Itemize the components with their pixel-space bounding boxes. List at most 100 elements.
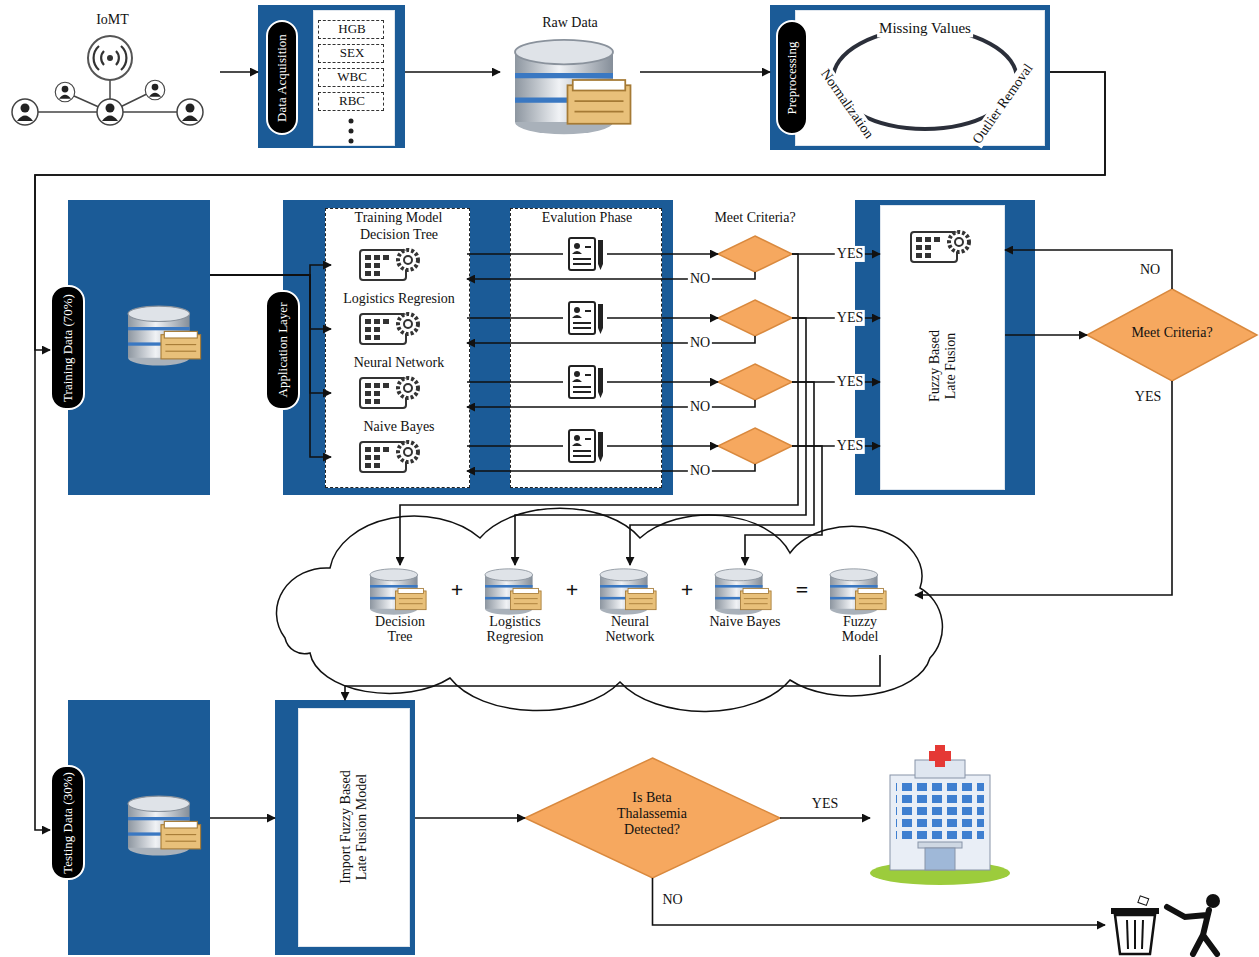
model-store: Naive Bayes (690, 565, 800, 655)
node-label: Fuzzy Model (824, 615, 896, 644)
discard-node (1105, 893, 1235, 955)
edge-label: YES (1133, 389, 1163, 405)
edge-label: NO (688, 399, 712, 415)
model-cloud: +++=Decision TreeLogistics RegresionNeur… (245, 518, 980, 690)
computer-icon (911, 232, 969, 262)
node-label: Logistics Regresion (331, 291, 467, 307)
acquisition-panel: Data Acquisition HGB SEX WBC RBC (258, 5, 405, 148)
model-node: Neural Network (331, 355, 467, 413)
flow-arrow (630, 382, 814, 565)
edge-label: NO (688, 335, 712, 351)
node-label: Training Model (326, 210, 471, 226)
node-label: Logistics Regresion (479, 615, 551, 644)
flow-arrow (640, 71, 770, 73)
model-store: Fuzzy Model (805, 565, 915, 655)
feature-box: RBC (318, 92, 384, 111)
raw-data-node: Raw Data (500, 15, 640, 125)
flow-arrow (467, 253, 718, 255)
node-label: Meet Criteria? (1087, 325, 1257, 341)
database-icon (600, 569, 656, 615)
flow-arrow (653, 878, 1106, 925)
evaluation-icon (563, 427, 607, 465)
import-panel: Import Fuzzy Based Late Fusion Model (275, 700, 415, 955)
model-node: Logistics Regresion (331, 291, 467, 349)
fusion-panel (855, 200, 1035, 495)
diamond-shape (718, 236, 792, 272)
application-panel: Application Layer Training ModelDecision … (265, 200, 673, 495)
decision-diamond (718, 428, 792, 464)
discard-icon (1111, 894, 1220, 954)
flow-arrow (35, 72, 1105, 830)
decision-diamond: Meet Criteria? (1087, 289, 1257, 381)
flow-arrow (1005, 250, 1172, 289)
feature-box: HGB (318, 20, 384, 39)
model-store: Logistics Regresion (460, 565, 570, 655)
iomt-node: IoMT (5, 12, 220, 132)
node-label: Raw Data (500, 15, 640, 31)
flow-arrow (515, 318, 806, 565)
node-label: Naive Bayes (331, 419, 467, 435)
database-icon (830, 569, 886, 615)
model-node: Naive Bayes (331, 419, 467, 477)
feature-box: SEX (318, 44, 384, 63)
flow-arrow (1005, 334, 1087, 336)
decision-diamond (718, 364, 792, 400)
operator-sign: + (451, 577, 464, 602)
node-label: Decision Tree (331, 227, 467, 243)
database-icon (128, 796, 201, 855)
decision-diamond (718, 300, 792, 336)
edge-label: YES (835, 438, 865, 454)
edge-label: YES (810, 796, 840, 812)
flow-arrow (745, 446, 822, 565)
node-label: SEX (319, 46, 385, 61)
node-label: Fuzzy Based Late Fusion (927, 316, 959, 416)
node-label: WBC (319, 70, 385, 85)
tag-label: Data Acquisition (275, 34, 290, 122)
decision-diamond: Meet Criteria? (718, 236, 792, 272)
decision-diamond: Is Beta Thalassemia Detected? (525, 758, 780, 878)
edge-label: YES (835, 374, 865, 390)
tag-label: Training Data (70%) (60, 294, 75, 402)
diamond-shape (718, 300, 792, 336)
node-label: IoMT (5, 12, 220, 28)
node-label: Meet Criteria? (678, 210, 832, 226)
node-label: Is Beta Thalassemia Detected? (602, 790, 702, 838)
evaluation-box: Evalution Phase (510, 208, 662, 488)
database-icon (715, 569, 771, 615)
flow-arrow (220, 71, 258, 73)
node-label: RBC (319, 94, 385, 109)
flow-arrow (400, 254, 798, 565)
model-store: Decision Tree (345, 565, 455, 655)
node-label: Normalization (816, 65, 878, 144)
database-icon (370, 569, 426, 615)
tag-label: Application Layer (275, 303, 290, 398)
node-label: Import Fuzzy Based Late Fusion Model (338, 757, 370, 897)
panel-ground (68, 200, 210, 495)
edge-label: YES (835, 310, 865, 326)
node-label: Naive Bayes (709, 615, 781, 630)
preprocessing-ring: Missing ValuesNormalizationOutlier Remov… (825, 20, 1025, 138)
more-dots (349, 119, 354, 144)
fusion-box: Fuzzy Based Late Fusion (880, 205, 1005, 490)
edge-label: NO (688, 271, 712, 287)
node-label: Decision Tree (364, 615, 436, 644)
node-label: Neural Network (331, 355, 467, 371)
flow-arrow (345, 655, 880, 700)
hospital-icon (870, 745, 1010, 885)
database-icon (128, 306, 201, 365)
feature-box: WBC (318, 68, 384, 87)
flow-arrow (210, 275, 331, 457)
node-label: Evalution Phase (511, 210, 663, 226)
model-node: Decision Tree (331, 227, 467, 285)
tag-label: Testing Data (30%) (60, 772, 75, 874)
preprocessing-panel: PreprocessingMissing ValuesNormalization… (770, 5, 1050, 150)
panel-ground (68, 700, 210, 955)
model-store: Neural Network (575, 565, 685, 655)
database-icon (515, 40, 631, 135)
computer-icon (360, 442, 418, 472)
flow-arrow (405, 71, 500, 73)
flow-arrow (210, 265, 331, 275)
edge-label: NO (1138, 262, 1162, 278)
flow-arrow (780, 817, 870, 819)
